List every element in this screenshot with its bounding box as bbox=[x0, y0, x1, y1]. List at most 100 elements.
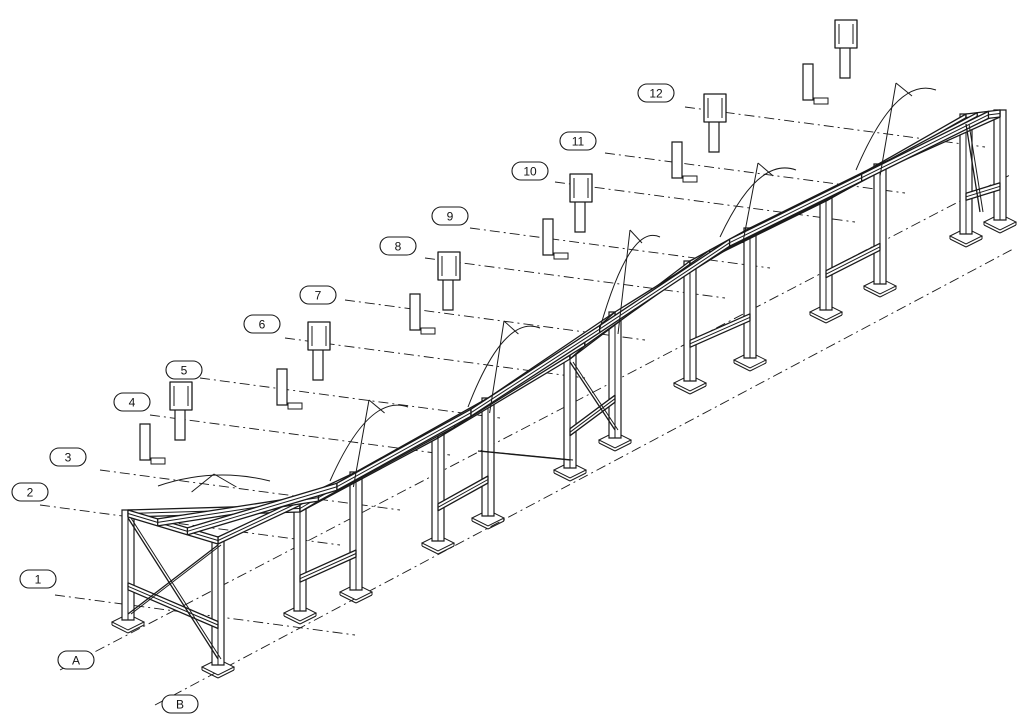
grid-label-10-text: 10 bbox=[523, 165, 537, 179]
top-arch-6-strut-1 bbox=[879, 82, 897, 177]
rail-beam-2-4-flange bbox=[599, 242, 730, 330]
grid-label-2: 2 bbox=[11, 482, 49, 502]
grid-label-6-text: 6 bbox=[259, 318, 266, 332]
top-arch-1 bbox=[157, 474, 271, 487]
grid-label-a-outline bbox=[57, 650, 95, 670]
base-plate-a-5-edge-fr bbox=[689, 385, 707, 395]
cross-beam-1-flange bbox=[127, 513, 219, 541]
base-plate-b-5-edge-fr bbox=[749, 362, 767, 372]
grid-label-8-outline bbox=[379, 236, 417, 256]
base-plate-a-5-edge-fl bbox=[673, 385, 691, 395]
base-plate-b-4-edge-fl bbox=[598, 442, 616, 452]
equipment-post-12-box bbox=[834, 19, 858, 49]
x-brace-end-2-edge bbox=[130, 517, 222, 660]
grid-label-2-text: 2 bbox=[27, 486, 34, 500]
top-arch-6-strut-2 bbox=[895, 82, 913, 97]
grid-lines bbox=[39, 106, 1016, 706]
equipment-post-2-box bbox=[169, 381, 193, 411]
grid-line-a bbox=[59, 174, 1011, 671]
brace-end-3 bbox=[965, 123, 981, 213]
brace-mid-2-edge bbox=[480, 450, 574, 461]
grid-label-6: 6 bbox=[243, 314, 281, 334]
equipment-post-6-box bbox=[437, 251, 461, 281]
base-plate-a-4-edge-fr bbox=[569, 472, 587, 482]
equipment-post-3-anchor bbox=[287, 402, 303, 410]
base-plate-a-7-edge-fr bbox=[965, 238, 983, 248]
base-plate-b-7-edge-fl bbox=[983, 224, 1001, 234]
top-arch-2-strut-2 bbox=[368, 399, 385, 414]
base-plate-b-3-edge-fl bbox=[471, 520, 489, 530]
top-arch-2 bbox=[329, 404, 409, 482]
base-plate-b-5-edge-fl bbox=[733, 362, 751, 372]
base-plate-a-3-edge-fr bbox=[437, 545, 455, 555]
grid-label-8-text: 8 bbox=[395, 240, 402, 254]
base-plate-a-2-edge-fr bbox=[299, 615, 317, 625]
base-plate-b-7-edge-fr bbox=[999, 224, 1017, 234]
tie-beam-5-flange bbox=[689, 316, 751, 345]
grid-label-6-outline bbox=[243, 314, 281, 334]
base-plate-b-1-edge-fl bbox=[201, 669, 219, 679]
rail-beam-2-5-flange bbox=[729, 177, 862, 244]
grid-label-1-outline bbox=[19, 569, 57, 589]
tie-beam-2-flange bbox=[299, 553, 357, 580]
grid-label-b-text: B bbox=[176, 698, 184, 712]
top-arch-6 bbox=[855, 87, 937, 171]
top-arch-5 bbox=[719, 167, 797, 238]
brace-end-3-edge bbox=[968, 123, 984, 213]
base-plate-b-1-edge-fr bbox=[217, 669, 235, 679]
base-plate-a-6-edge-fr bbox=[825, 314, 843, 324]
equipment-post-3 bbox=[276, 368, 288, 406]
equipment-post-1 bbox=[139, 423, 151, 461]
base-plate-a-3-edge-fl bbox=[421, 545, 439, 555]
base-plate-b-3-edge-fr bbox=[487, 520, 505, 530]
base-plate-a-4-edge-fl bbox=[553, 472, 571, 482]
base-plate-a-2-edge-fl bbox=[283, 615, 301, 625]
grid-label-2-outline bbox=[11, 482, 49, 502]
base-plate-b-2-edge-fl bbox=[339, 594, 357, 604]
grid-label-b: B bbox=[161, 694, 199, 714]
grid-label-4: 4 bbox=[113, 392, 151, 412]
equipment-post-10-box bbox=[703, 93, 727, 123]
grid-label-1-text: 1 bbox=[35, 573, 42, 587]
equipment-post-7-anchor bbox=[553, 252, 569, 260]
equipment-post-11 bbox=[802, 63, 814, 101]
base-plate-a-1-edge-fr bbox=[127, 624, 145, 634]
top-arch-4 bbox=[599, 234, 661, 329]
grid-label-11-text: 11 bbox=[572, 135, 585, 149]
grid-label-a: A bbox=[57, 650, 95, 670]
top-arch-1-strut-1 bbox=[191, 473, 215, 493]
grid-label-12: 12 bbox=[637, 83, 675, 103]
grid-label-3: 3 bbox=[49, 447, 87, 467]
top-arch-5-strut-2 bbox=[757, 162, 774, 177]
equipment-post-5 bbox=[409, 293, 421, 331]
equipment-post-5-anchor bbox=[420, 327, 436, 335]
grid-label-7-text: 7 bbox=[315, 289, 322, 303]
grid-line-11 bbox=[604, 152, 906, 194]
grid-label-9-text: 9 bbox=[447, 210, 454, 224]
grid-label-11-outline bbox=[559, 131, 597, 151]
base-plate-b-2-edge-fr bbox=[355, 594, 373, 604]
tie-beam-4-flange bbox=[569, 398, 616, 433]
grid-label-b-outline bbox=[161, 694, 199, 714]
grid-label-4-outline bbox=[113, 392, 151, 412]
grid-label-3-outline bbox=[49, 447, 87, 467]
top-arch-1-strut-2 bbox=[213, 473, 237, 488]
equipment-post-9-anchor bbox=[682, 175, 698, 183]
top-arch-5-strut-1 bbox=[742, 162, 759, 244]
grid-label-7-outline bbox=[299, 285, 337, 305]
grid-label-9: 9 bbox=[431, 206, 469, 226]
grid-line-b bbox=[154, 247, 1016, 706]
equipment-post-9 bbox=[671, 141, 683, 179]
rail-beam-2-2-flange bbox=[336, 412, 472, 488]
grid-label-12-text: 12 bbox=[649, 87, 663, 101]
grid-label-11: 11 bbox=[559, 131, 597, 151]
top-arch-2-strut-1 bbox=[352, 399, 370, 488]
grid-label-4-text: 4 bbox=[129, 396, 136, 410]
equipment-post-7 bbox=[542, 218, 554, 256]
top-arch-3 bbox=[467, 325, 541, 408]
rail-beam-2-1-flange bbox=[187, 486, 338, 532]
base-plate-a-1-edge-fl bbox=[111, 624, 129, 634]
x-brace-end-1-edge bbox=[130, 544, 222, 615]
grid-label-1: 1 bbox=[19, 569, 57, 589]
